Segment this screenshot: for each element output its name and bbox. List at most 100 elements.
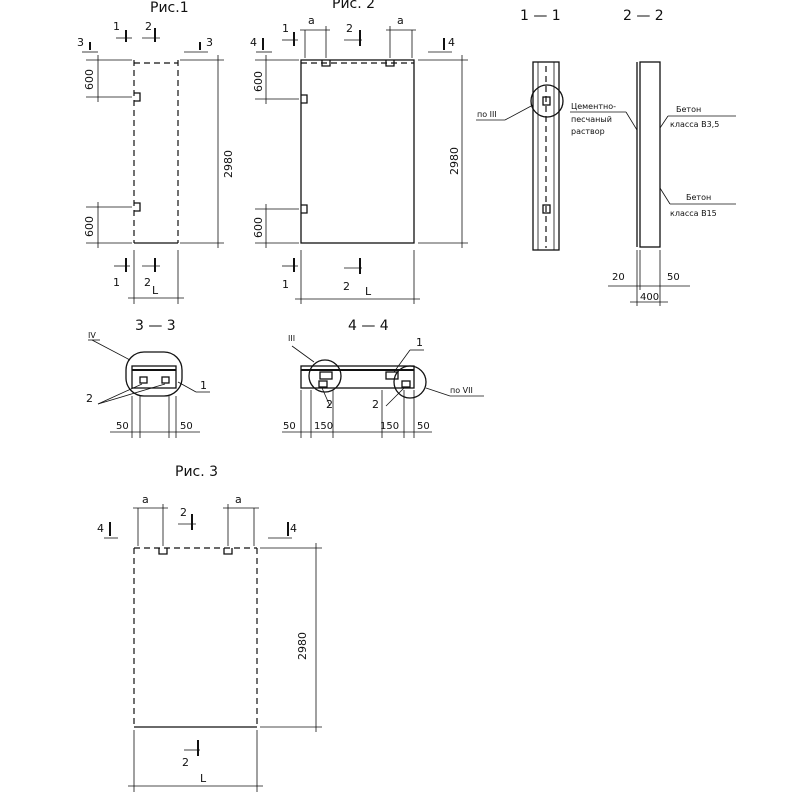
section-3-3-mark1: 1 bbox=[200, 379, 207, 392]
section-4-4-mark2-left-leader bbox=[321, 387, 331, 407]
section-1-1: 1 — 1 по III bbox=[476, 8, 564, 251]
section-3-3-loop-right bbox=[161, 376, 170, 384]
figure-2: Рис. 2 a a 4 4 1 2 1 2 bbox=[250, 0, 468, 304]
section-3-3-title: 3 — 3 bbox=[135, 318, 176, 334]
section-4-4-title: 4 — 4 bbox=[348, 318, 389, 334]
section-4-4-node-right bbox=[393, 365, 427, 399]
section-4-4-mark2-right-leader bbox=[385, 387, 405, 407]
fig2-height-label: 2980 bbox=[448, 147, 461, 175]
section-4-4-dim-150-left: 150 bbox=[314, 421, 333, 432]
section-3-3-mark2: 2 bbox=[86, 392, 93, 405]
fig3-a-right-label: a bbox=[235, 493, 242, 506]
fig1-title: Рис.1 bbox=[150, 0, 189, 16]
fig1-section1-bottom-label: 1 bbox=[113, 276, 120, 289]
section-3-3-dim-right: 50 bbox=[180, 421, 193, 432]
fig2-600-bottom-label: 600 bbox=[252, 217, 265, 238]
fig3-section4-right-label: 4 bbox=[290, 522, 297, 535]
section-1-1-outline bbox=[532, 61, 560, 251]
section-4-4-insert-left bbox=[319, 371, 333, 380]
figure-1: Рис.1 3 3 1 2 1 2 L bbox=[77, 0, 235, 304]
fig3-width-label: L bbox=[200, 772, 207, 785]
concrete2-label-line1: Бетон bbox=[686, 193, 711, 202]
fig1-section3-left-label: 3 bbox=[77, 36, 84, 49]
fig3-loop-top-right bbox=[223, 548, 233, 555]
section-4-4-dim-50-left: 50 bbox=[283, 421, 296, 432]
section-3-3: 3 — 3 IV 1 2 50 50 bbox=[86, 318, 210, 438]
section-3-3-mark2-leader-a bbox=[97, 383, 143, 405]
mortar-leader bbox=[625, 111, 638, 131]
section-3-3-mark2-leader-b bbox=[97, 383, 166, 405]
fig2-section1-bottom-label: 1 bbox=[282, 278, 289, 291]
fig3-section2-top-label: 2 bbox=[180, 506, 187, 519]
section-4-4-loop-left bbox=[318, 380, 328, 388]
fig2-loop-top-right bbox=[385, 60, 395, 67]
concrete1-label-line1: Бетон bbox=[676, 105, 701, 114]
fig2-width-label: L bbox=[365, 285, 372, 298]
section-3-3-node-leader bbox=[91, 339, 131, 361]
section-3-3-node-outline bbox=[125, 351, 183, 397]
figure-3: Рис. 3 a a 4 4 2 2 L bbox=[97, 464, 322, 792]
concrete1-leader bbox=[659, 115, 669, 129]
fig2-section2-top-label: 2 bbox=[346, 22, 353, 35]
section-4-4-node-right-leader bbox=[425, 387, 451, 397]
mortar-label-line1: Цементно- bbox=[571, 102, 616, 111]
fig3-section4-left-label: 4 bbox=[97, 522, 104, 535]
section-1-1-leader bbox=[504, 104, 534, 121]
section-2-2-dim-20: 20 bbox=[612, 272, 625, 283]
section-2-2-dim-50: 50 bbox=[667, 272, 680, 283]
section-4-4-mark1: 1 bbox=[416, 336, 423, 349]
fig1-section3-right-label: 3 bbox=[206, 36, 213, 49]
section-2-2: 2 — 2 Цементно- песчаный раствор Бетон к… bbox=[570, 8, 736, 306]
fig2-section2-bottom-label: 2 bbox=[343, 280, 350, 293]
fig3-title: Рис. 3 bbox=[175, 464, 218, 480]
section-2-2-dim-400: 400 bbox=[640, 292, 659, 303]
fig1-600-top-label: 600 bbox=[83, 69, 96, 90]
concrete2-label-line2: класса В15 bbox=[670, 209, 717, 218]
fig1-section2-top-label: 2 bbox=[145, 20, 152, 33]
fig2-600-top-label: 600 bbox=[252, 71, 265, 92]
section-3-3-loop-left bbox=[139, 376, 148, 384]
section-4-4-node-left bbox=[308, 359, 342, 393]
section-4-4-insert-right bbox=[385, 371, 399, 380]
section-1-1-insert-bottom bbox=[542, 204, 551, 214]
concrete1-label-line2: класса В3,5 bbox=[670, 120, 719, 129]
section-3-3-mark1-leader bbox=[177, 381, 197, 393]
fig2-loop-top-left bbox=[321, 60, 331, 67]
section-1-1-title: 1 — 1 bbox=[520, 8, 561, 24]
section-3-3-outline bbox=[131, 365, 177, 389]
section-1-1-insert-top bbox=[542, 96, 551, 106]
section-4-4-dim-150-right: 150 bbox=[380, 421, 399, 432]
fig3-section2-bottom-label: 2 bbox=[182, 756, 189, 769]
fig2-panel-outline bbox=[300, 59, 415, 244]
section-4-4-mark2-left: 2 bbox=[326, 398, 333, 411]
fig2-loop-side-bottom bbox=[301, 204, 308, 214]
fig3-a-left-label: a bbox=[142, 493, 149, 506]
section-4-4-mark2-right: 2 bbox=[372, 398, 379, 411]
fig1-section1-top-label: 1 bbox=[113, 20, 120, 33]
section-1-1-ref-label: по III bbox=[477, 110, 497, 119]
fig1-section2-bottom-label: 2 bbox=[144, 276, 151, 289]
section-3-3-node-label: IV bbox=[88, 331, 96, 340]
mortar-label-line2: песчаный bbox=[571, 115, 612, 124]
fig2-a-left-label: a bbox=[308, 14, 315, 27]
fig3-loop-top-left bbox=[158, 548, 168, 555]
section-4-4-node-right-label: по VII bbox=[450, 386, 473, 395]
fig2-title: Рис. 2 bbox=[332, 0, 375, 12]
section-4-4-mark1-leader bbox=[393, 349, 411, 373]
section-3-3-dim-left: 50 bbox=[116, 421, 129, 432]
section-2-2-hatched-body bbox=[639, 61, 661, 248]
mortar-label-line3: раствор bbox=[571, 127, 605, 136]
fig2-section4-left-label: 4 bbox=[250, 36, 257, 49]
fig3-height-label: 2980 bbox=[296, 632, 309, 660]
fig2-section4-right-label: 4 bbox=[448, 36, 455, 49]
section-4-4: 4 — 4 III по VII 1 2 2 50 150 150 50 bbox=[282, 318, 484, 438]
section-4-4-node-left-leader bbox=[291, 345, 315, 363]
fig2-section1-top-label: 1 bbox=[282, 22, 289, 35]
section-4-4-loop-right bbox=[401, 380, 411, 388]
fig1-lifting-loop-bottom bbox=[134, 202, 141, 212]
fig1-lifting-loop-top bbox=[134, 92, 141, 102]
fig2-loop-side-top bbox=[301, 94, 308, 104]
section-1-1-node-circle bbox=[530, 84, 564, 118]
fig1-width-label: L bbox=[152, 284, 159, 297]
